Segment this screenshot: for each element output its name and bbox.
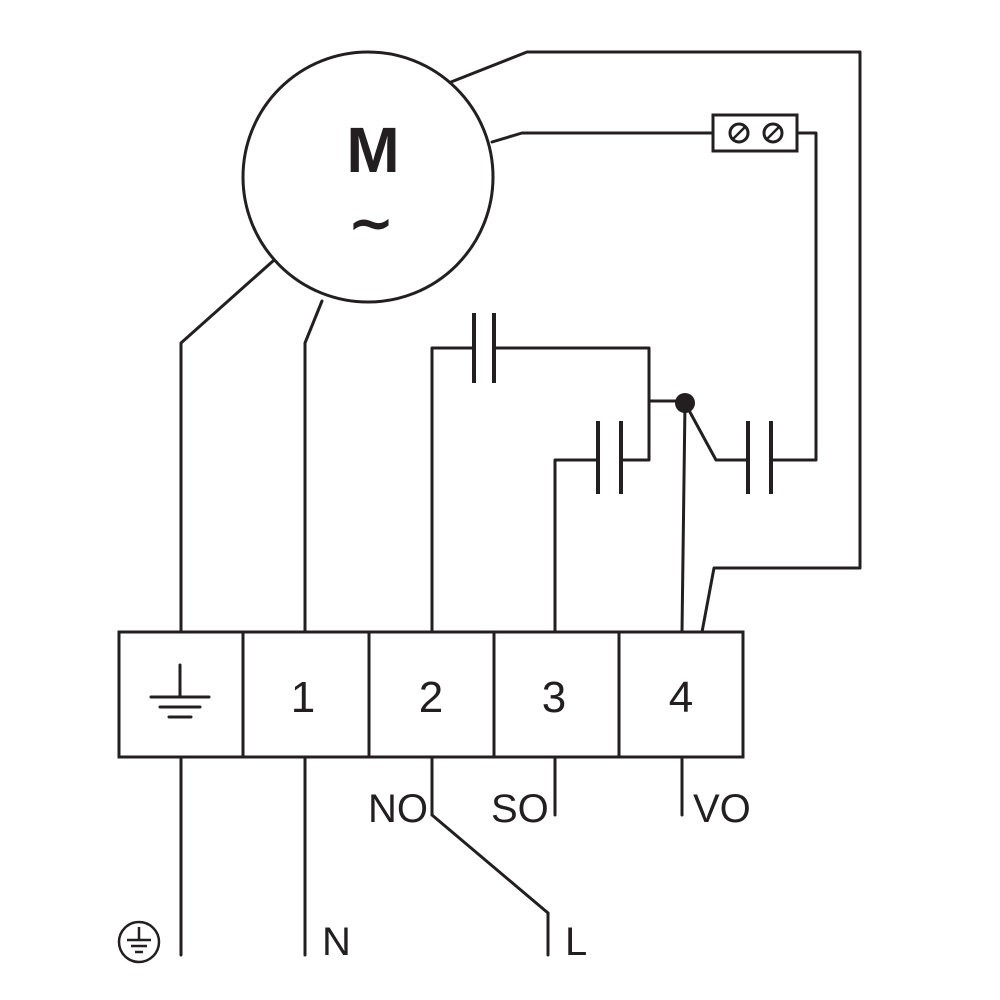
- terminal-3-label: 3: [542, 673, 566, 722]
- protective-earth-icon: [117, 920, 161, 964]
- supply-label-n: N: [322, 920, 351, 964]
- terminal-1-label: 1: [291, 673, 315, 722]
- contact-label-no: NO: [368, 787, 428, 831]
- earth-symbol: [149, 663, 211, 719]
- motor-wiring: [179, 50, 862, 634]
- capacitor-icon: [596, 421, 623, 494]
- switch-contact-icon: [675, 393, 750, 634]
- motor-symbol: M ~: [241, 50, 495, 304]
- capacitor-icon: [472, 313, 496, 383]
- connector-wire: [769, 131, 818, 462]
- supply-wiring: [179, 755, 684, 957]
- terminal-block: 1 2 3 4: [117, 630, 745, 759]
- capacitor-icon: [746, 421, 773, 494]
- motor-ac-label: ~: [348, 191, 395, 256]
- contact-label-vo: VO: [693, 787, 751, 831]
- terminal-4-label: 4: [669, 673, 693, 722]
- terminal-2-label: 2: [419, 673, 443, 722]
- contact-label-so: SO: [491, 787, 549, 831]
- connector-terminal-icon: [711, 113, 799, 153]
- motor-label: M: [346, 114, 399, 186]
- supply-label-l: L: [565, 920, 587, 964]
